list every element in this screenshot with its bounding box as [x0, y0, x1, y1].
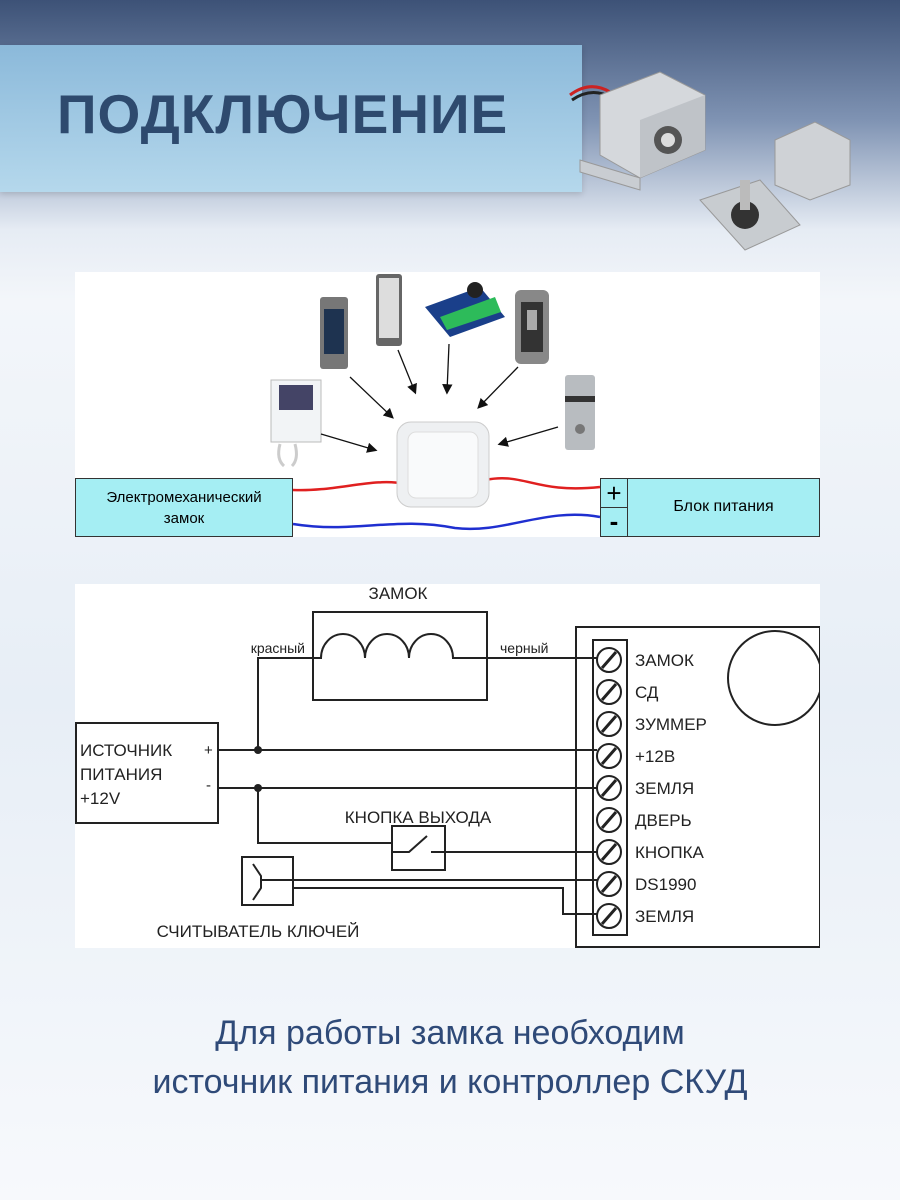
- lock-coil: [313, 633, 487, 659]
- psu-plus: +: [204, 742, 213, 759]
- caption-line-2: источник питания и контроллер СКУД: [152, 1063, 748, 1101]
- caption-line-1: Для работы замка необходим: [215, 1014, 685, 1052]
- lock-box: Электромеханический замок: [75, 478, 293, 537]
- screw-slot: [600, 651, 618, 669]
- exit-button-label: КНОПКА ВЫХОДА: [345, 808, 492, 827]
- terminal-label: +12В: [635, 747, 675, 766]
- overview-diagram: Электромеханический замок + - Блок питан…: [75, 272, 820, 537]
- lock-label-2: замок: [163, 510, 205, 527]
- terminal-label: ЗЕМЛЯ: [635, 907, 694, 926]
- key-reader-label: СЧИТЫВАТЕЛЬ КЛЮЧЕЙ: [157, 922, 360, 941]
- controller-board-image: [425, 282, 505, 337]
- screw-slot: [600, 811, 618, 829]
- terminal-label: ДВЕРЬ: [635, 811, 692, 830]
- lock-title: ЗАМОК: [369, 584, 428, 603]
- screw-slot: [600, 747, 618, 765]
- psu-box: + - Блок питания: [600, 478, 820, 537]
- lock-box: [312, 611, 488, 701]
- terminal-label: КНОПКА: [635, 843, 705, 862]
- psu-label-3: +12V: [80, 789, 121, 808]
- intercom-monitor-image: [270, 379, 322, 468]
- keypad-reader-image: [320, 297, 348, 369]
- screw-slot: [600, 683, 618, 701]
- psu-label: Блок питания: [673, 498, 774, 515]
- plus-terminal: +: [601, 479, 628, 508]
- lock-product-image: [569, 71, 851, 251]
- black-wire-label: черный: [500, 640, 548, 656]
- screw-slot: [600, 907, 618, 925]
- terminal-label: СД: [635, 683, 659, 702]
- exit-button-box: [391, 825, 446, 871]
- screw-slot: [600, 875, 618, 893]
- terminal-label: ЗУММЕР: [635, 715, 707, 734]
- terminal-label: ЗЕМЛЯ: [635, 779, 694, 798]
- screw-slot: [600, 715, 618, 733]
- lock-label: Электромеханический: [106, 489, 262, 506]
- psu-box: [75, 722, 219, 824]
- header-banner: [0, 45, 582, 192]
- terminal-label: ЗАМОК: [635, 651, 694, 670]
- red-wire-label: красный: [251, 640, 305, 656]
- psu-minus: -: [206, 777, 211, 794]
- screw-slot: [600, 843, 618, 861]
- rfid-reader-image: [376, 274, 402, 346]
- arrows: [320, 343, 559, 453]
- minus-terminal: -: [601, 508, 628, 537]
- terminal-label: DS1990: [635, 875, 696, 894]
- page-title: ПОДКЛЮЧЕНИЕ: [57, 83, 509, 145]
- psu-label-1: ИСТОЧНИК: [80, 741, 172, 760]
- fingerprint-reader-image: [515, 290, 549, 364]
- screw-slot: [600, 779, 618, 797]
- switch-image: [396, 421, 490, 508]
- doorbell-panel-image: [565, 375, 595, 450]
- psu-label-2: ПИТАНИЯ: [80, 765, 162, 784]
- controller-buzzer: [727, 630, 820, 726]
